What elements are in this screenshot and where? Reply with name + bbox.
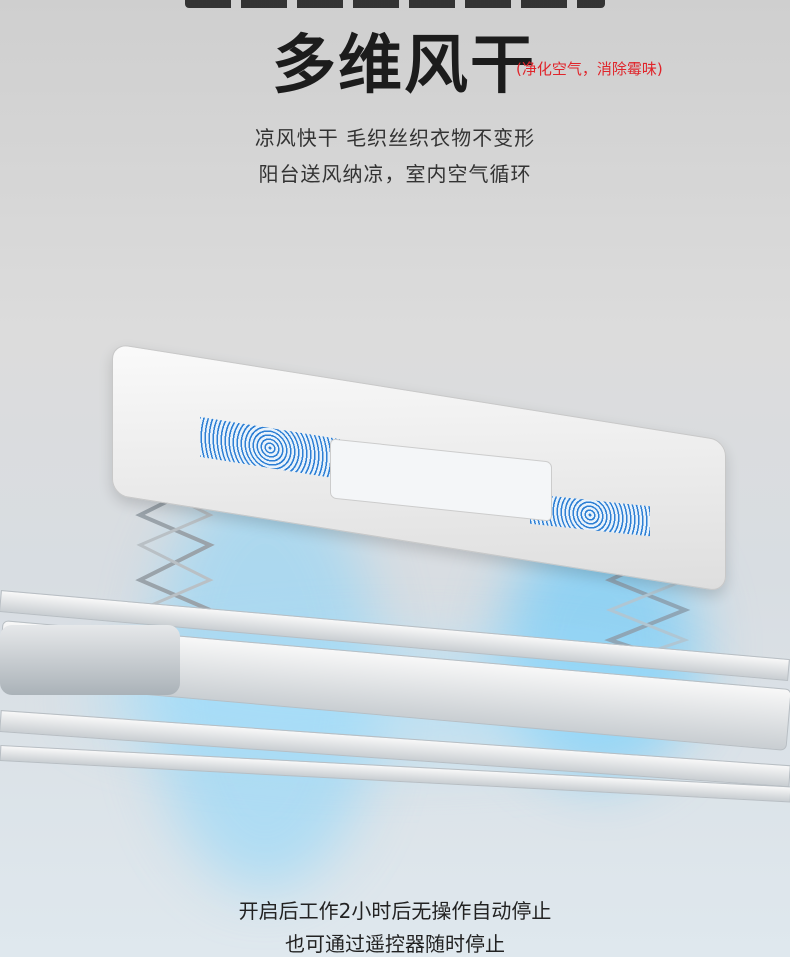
footer-line-2: 也可通过遥控器随时停止: [285, 932, 505, 956]
footer-line-1: 开启后工作2小时后无操作自动停止: [238, 899, 552, 923]
title-note: (净化空气，消除霉味): [516, 60, 663, 78]
cropped-headline: [185, 0, 605, 8]
page-title: 多维风干: [272, 29, 536, 103]
subtitle-line-2: 阳台送风纳凉，室内空气循环: [258, 162, 532, 186]
rail-end-cap: [0, 625, 180, 695]
subtitle-line-1: 凉风快干 毛织丝织衣物不变形: [254, 126, 536, 150]
